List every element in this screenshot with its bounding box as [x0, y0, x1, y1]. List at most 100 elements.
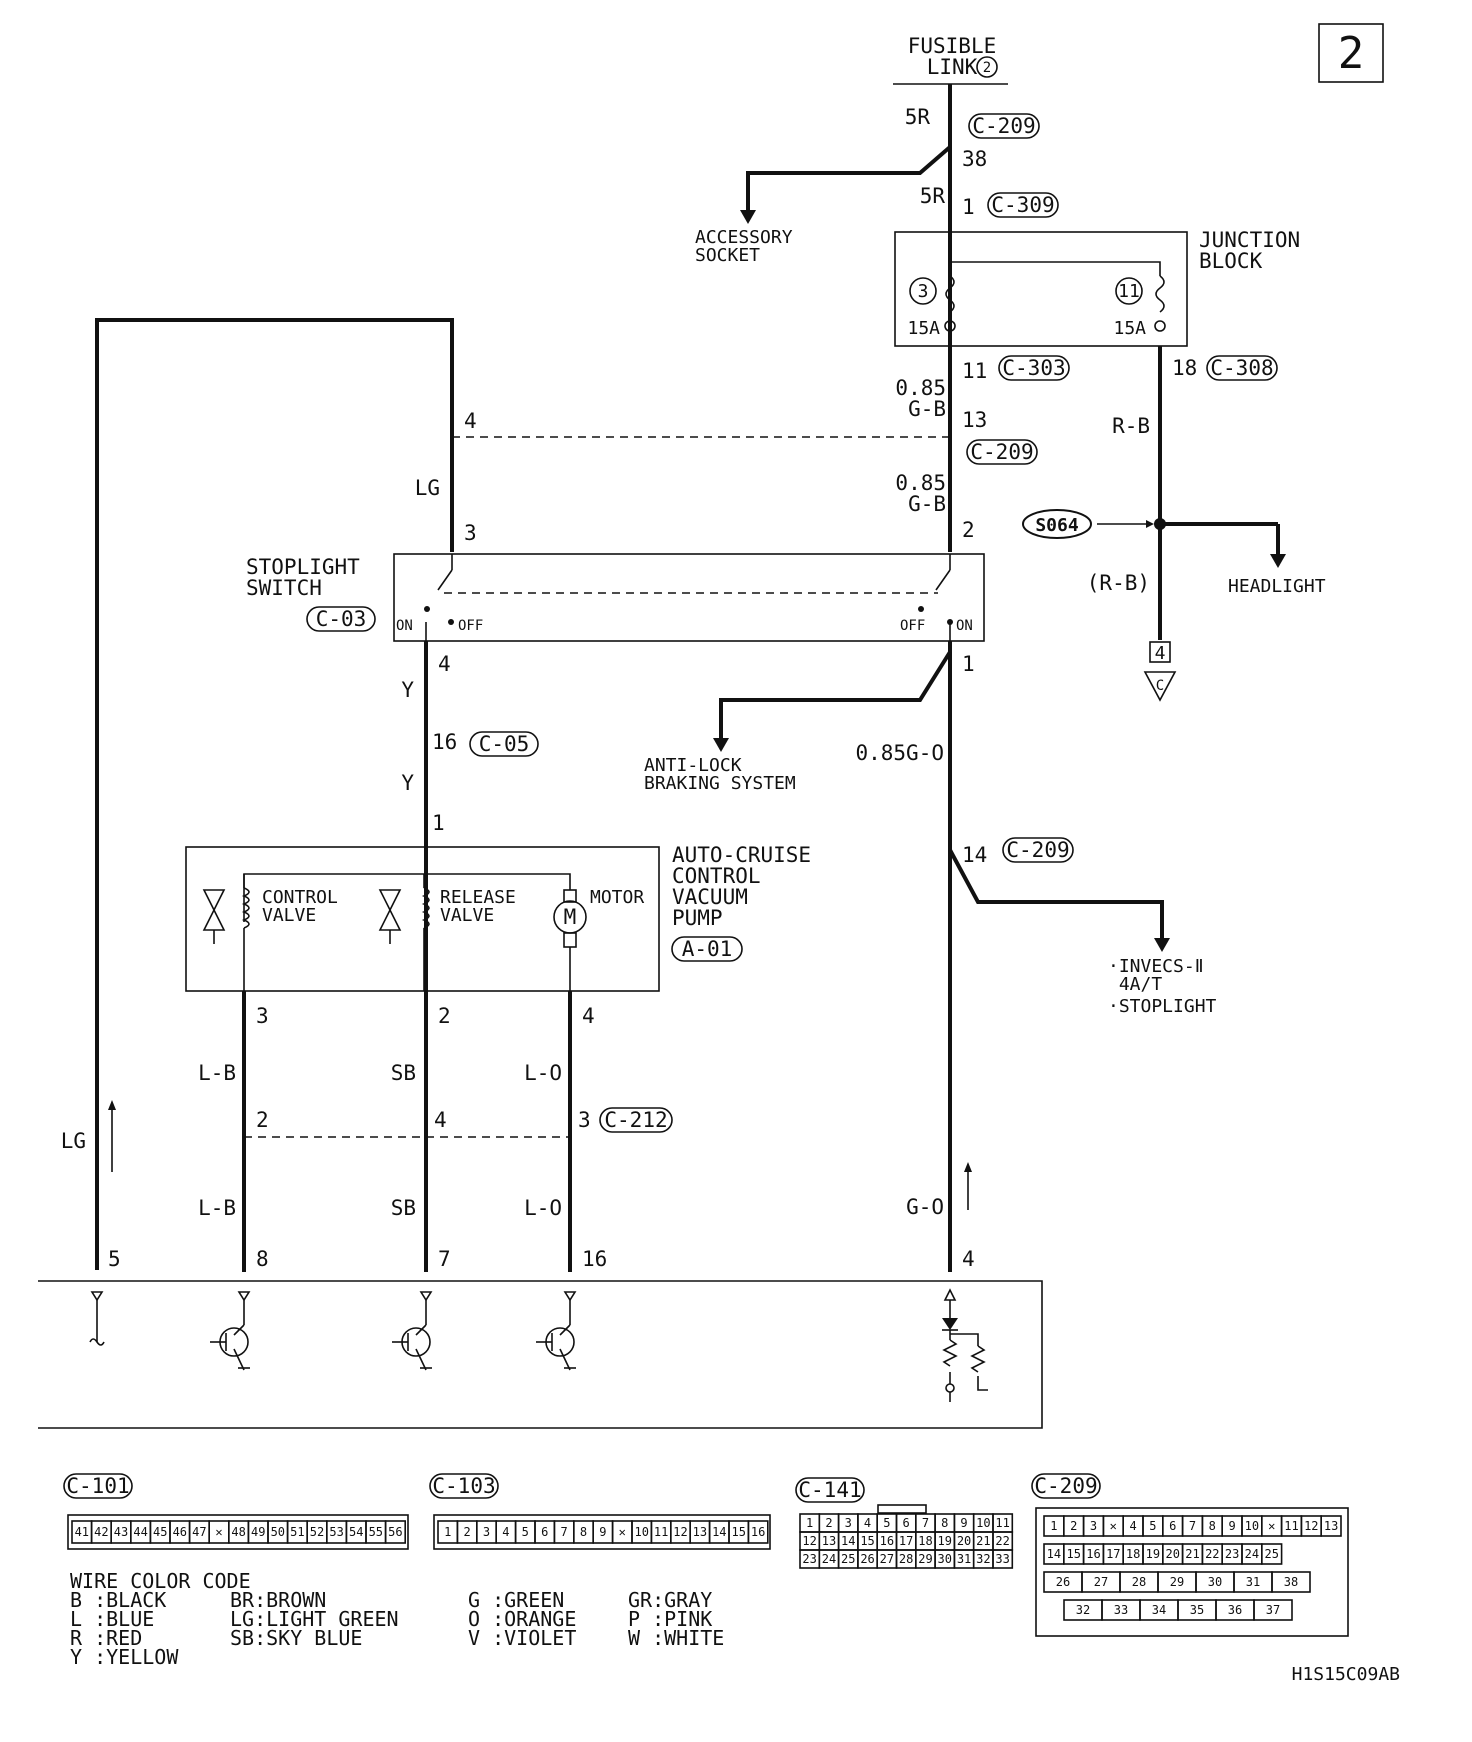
connector-tag-c309: C-309 — [987, 192, 1059, 218]
pin-4-ecu: 4 — [962, 1247, 975, 1271]
legend-black: B :BLACK — [70, 1588, 166, 1612]
wire-r-b: 18 R-B (R-B) HEADLIGHT 4 C — [1087, 346, 1326, 702]
c141-pin: 26 — [860, 1552, 874, 1566]
c103-pin: 9 — [599, 1525, 606, 1539]
c141-pin: 22 — [995, 1534, 1009, 1548]
pin-14: 14 — [962, 843, 987, 867]
invecs-label: ·INVECS-Ⅱ 4A/T — [1108, 956, 1204, 995]
c209-pin: 37 — [1266, 1603, 1280, 1617]
c209-pin: 31 — [1246, 1575, 1260, 1589]
legend-white: W :WHITE — [628, 1626, 724, 1650]
wire-label-g-o: G-O — [906, 1195, 944, 1219]
c141-pin: 33 — [995, 1552, 1009, 1566]
c209-cell — [1261, 1543, 1283, 1565]
c103-pin: 6 — [541, 1525, 548, 1539]
c141-pin: 11 — [995, 1516, 1009, 1530]
c103-pin: 7 — [560, 1525, 567, 1539]
wire-label-lg-top: LG — [415, 476, 440, 500]
page-ref-letter: C — [1156, 678, 1164, 694]
c103-pin: 8 — [580, 1525, 587, 1539]
c141-pin: 23 — [802, 1552, 816, 1566]
c209-pin: ✕ — [1110, 1519, 1117, 1533]
c209-pin: 1 — [1050, 1519, 1057, 1533]
c209-pin: 5 — [1149, 1519, 1156, 1533]
c141-pin: 1 — [806, 1516, 813, 1530]
c209-pin: 25 — [1264, 1547, 1278, 1561]
c141-pin: 27 — [880, 1552, 894, 1566]
splice-s064: S064 — [1022, 509, 1092, 539]
pin-11: 11 — [962, 359, 987, 383]
svg-text:C-101: C-101 — [66, 1474, 129, 1498]
c103-pin: 10 — [634, 1525, 648, 1539]
wire-sb: 2 SB 4 SB — [391, 1004, 451, 1220]
c101-pin: ✕ — [215, 1525, 222, 1539]
c103-pin: 16 — [751, 1525, 765, 1539]
wire-label-5r-upper: 5R — [905, 105, 931, 129]
c141-pin: 14 — [841, 1534, 855, 1548]
c209-pin: 30 — [1208, 1575, 1222, 1589]
svg-text:C-303: C-303 — [1002, 356, 1065, 380]
connector-tag-c308: C-308 — [1206, 355, 1278, 381]
c141-pin: 17 — [899, 1534, 913, 1548]
c141-pin: 24 — [822, 1552, 836, 1566]
c101-pin: 53 — [329, 1525, 343, 1539]
c103-pin: 4 — [502, 1525, 509, 1539]
pin-1-switch: 1 — [962, 652, 975, 676]
c209-pin: 18 — [1126, 1547, 1140, 1561]
c209-pin: ✕ — [1268, 1519, 1275, 1533]
c209-pin: 22 — [1205, 1547, 1219, 1561]
c141-pin: 25 — [841, 1552, 855, 1566]
c101-pin: 56 — [388, 1525, 402, 1539]
wire-label-0-85g-o: 0.85G-O — [855, 741, 944, 765]
legend-sky-blue: SB:SKY BLUE — [230, 1626, 362, 1650]
pin-16-ecu: 16 — [582, 1247, 607, 1271]
c209-pin: 17 — [1106, 1547, 1120, 1561]
c141-pin: 18 — [918, 1534, 932, 1548]
c209-cell — [1320, 1515, 1342, 1537]
legend-orange: O :ORANGE — [468, 1607, 576, 1631]
wire-label-5r-lower: 5R — [920, 184, 946, 208]
fusible-link-number: 2 — [983, 60, 991, 76]
wire-lg: 4 LG 3 LG — [61, 318, 477, 1270]
wire-label-y-upper: Y — [401, 678, 414, 702]
c103-pin: ✕ — [619, 1525, 626, 1539]
headlight-label: HEADLIGHT — [1228, 576, 1326, 597]
wire-label-r-b: R-B — [1112, 414, 1150, 438]
wire-l-b: 3 L-B 2 L-B — [198, 991, 269, 1272]
pin-8: 8 — [256, 1247, 269, 1271]
legend-red: R :RED — [70, 1626, 142, 1650]
wire-label-l-b-lower: L-B — [198, 1196, 236, 1220]
pin-18: 18 — [1172, 356, 1197, 380]
c209-pin: 2 — [1070, 1519, 1077, 1533]
c209-pin: 16 — [1086, 1547, 1100, 1561]
svg-text:C-05: C-05 — [479, 732, 530, 756]
c103-pin: 11 — [654, 1525, 668, 1539]
c101-pin: 45 — [153, 1525, 167, 1539]
switch-on-left: ON — [396, 618, 413, 634]
c209-pin: 28 — [1132, 1575, 1146, 1589]
c141-pin: 5 — [883, 1516, 890, 1530]
c209-pin: 9 — [1228, 1519, 1235, 1533]
wire-label-l-b-upper: L-B — [198, 1061, 236, 1085]
c209-cell — [1253, 1599, 1293, 1621]
c209-pin: 26 — [1056, 1575, 1070, 1589]
c141-pin: 29 — [918, 1552, 932, 1566]
c101-pin: 55 — [369, 1525, 383, 1539]
switch-off-left: OFF — [458, 618, 483, 634]
connector-tag-c05: C-05 — [469, 731, 539, 757]
svg-text:C-209: C-209 — [1034, 1474, 1097, 1498]
svg-text:C-212: C-212 — [604, 1108, 667, 1132]
connector-tag-c303: C-303 — [998, 355, 1070, 381]
legend-brown: BR:BROWN — [230, 1588, 326, 1612]
c141-pin: 9 — [960, 1516, 967, 1530]
svg-text:C-309: C-309 — [991, 193, 1054, 217]
wire-color-legend: WIRE COLOR CODE B :BLACK L :BLUE R :RED … — [70, 1569, 724, 1669]
c103-pin: 2 — [463, 1525, 470, 1539]
page-number-box: 2 — [1318, 23, 1384, 83]
svg-text:C-103: C-103 — [432, 1474, 495, 1498]
